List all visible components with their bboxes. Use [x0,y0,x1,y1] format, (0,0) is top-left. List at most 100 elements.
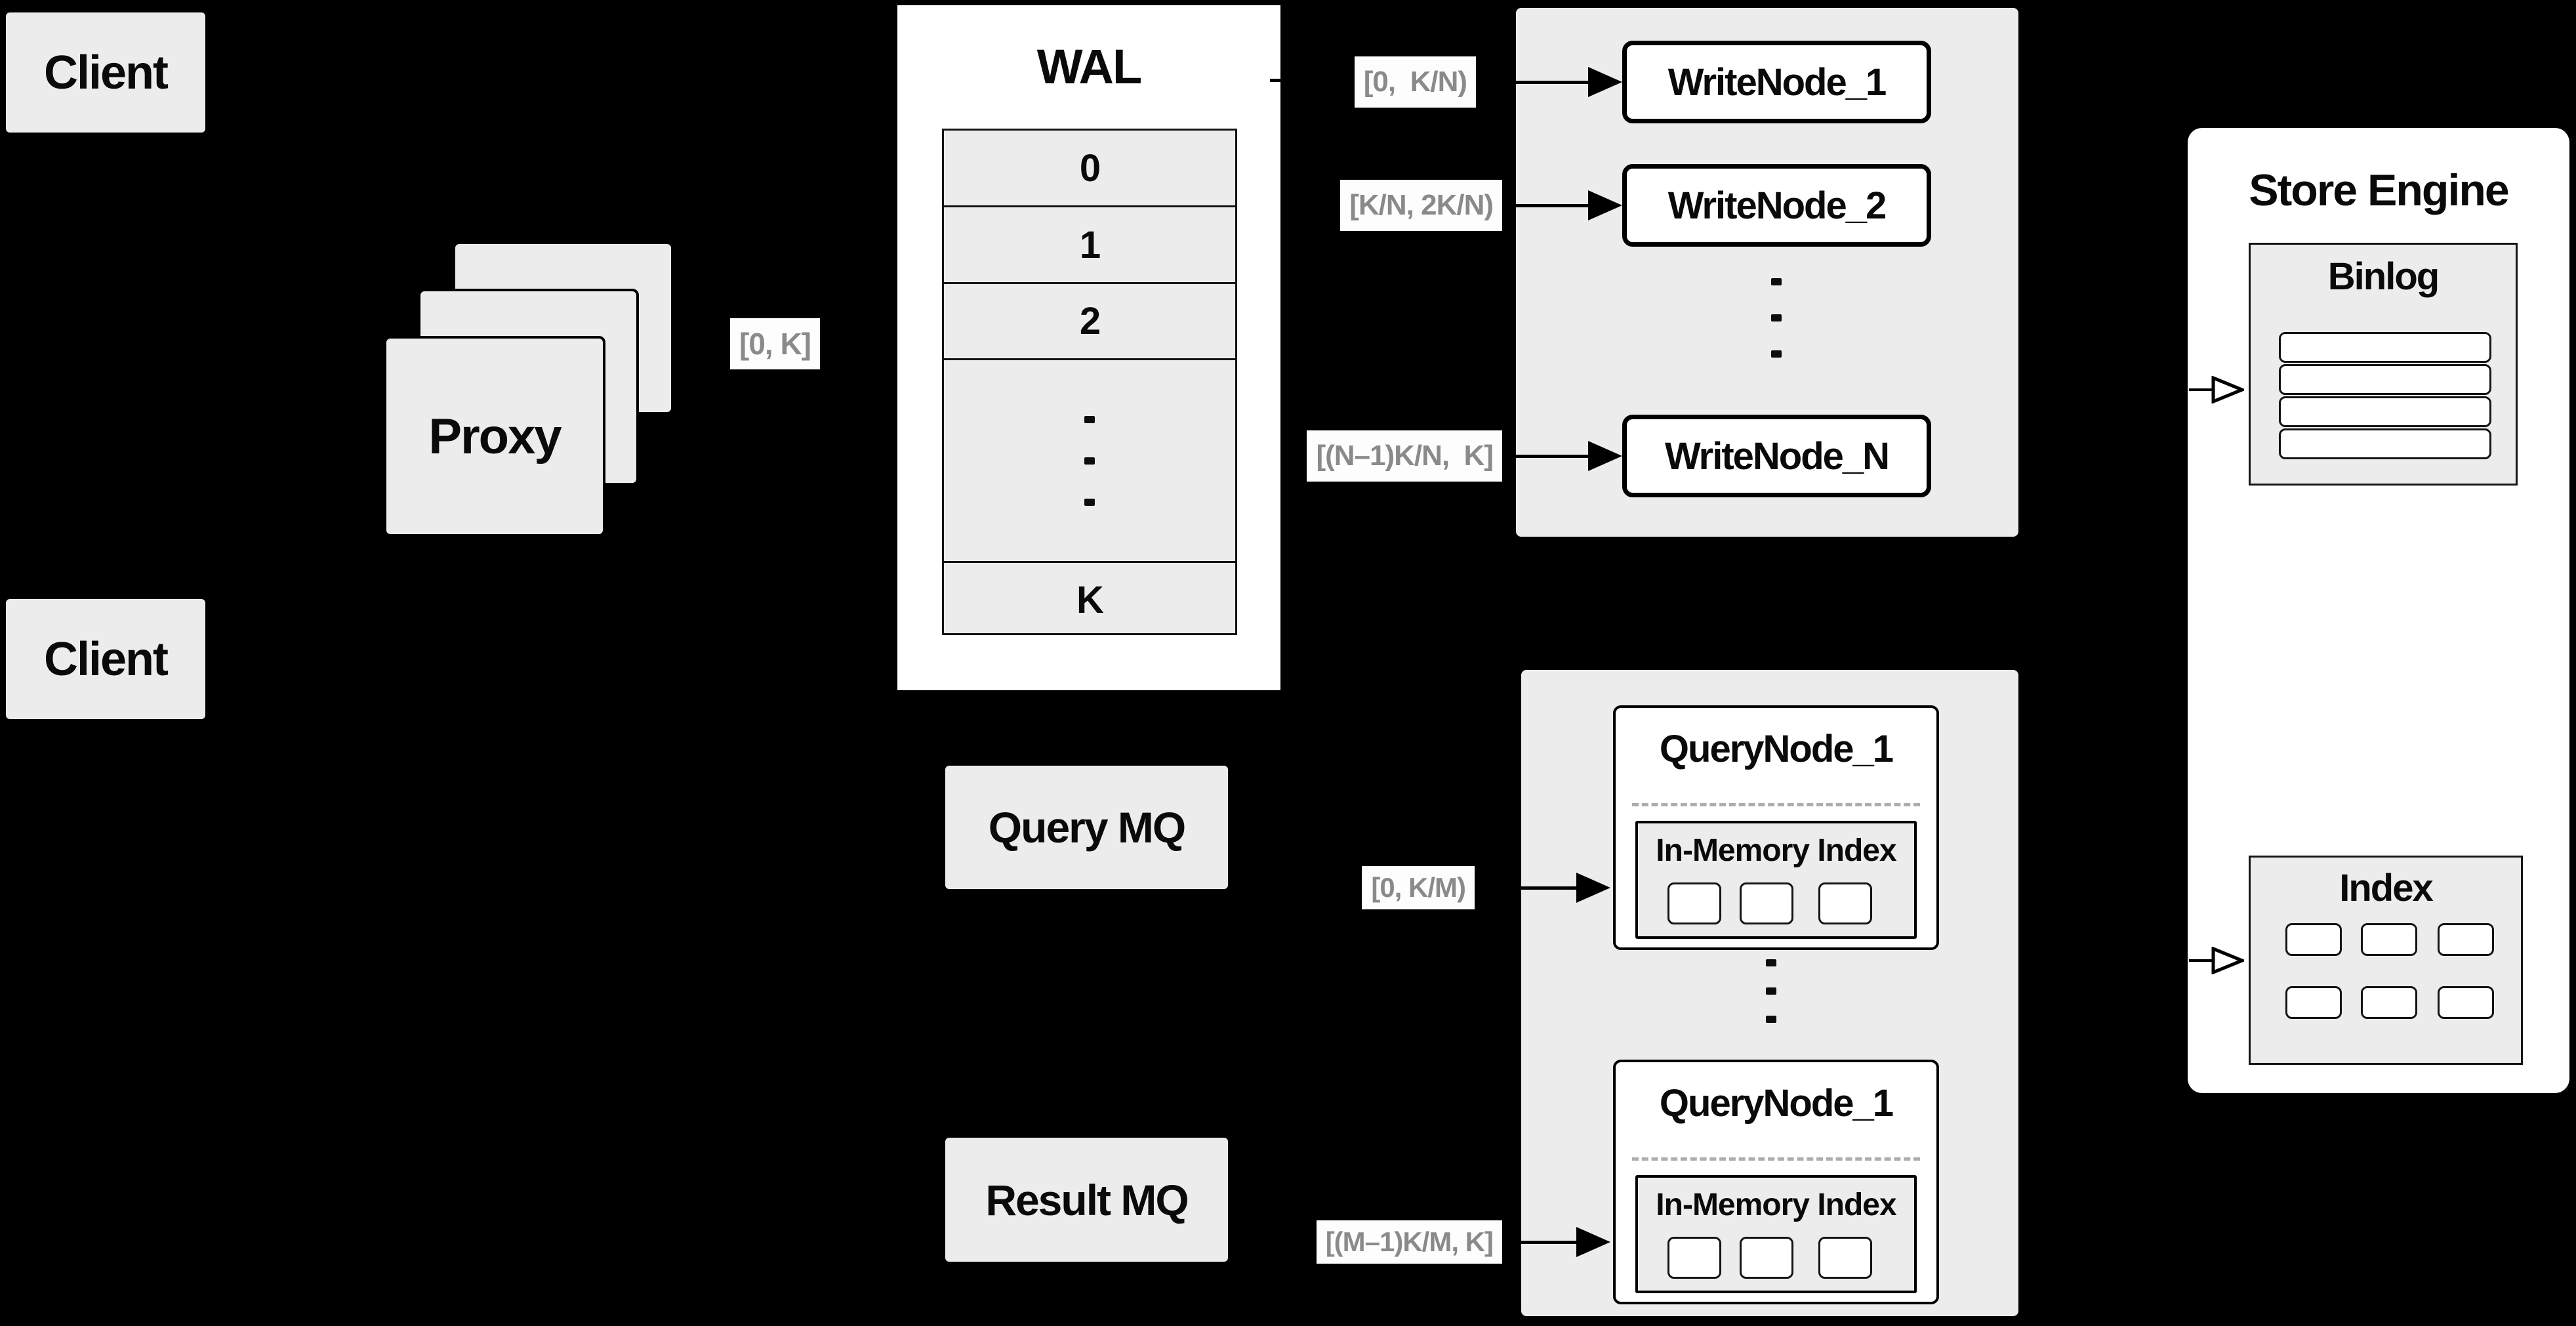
ellipsis-dot-icon [1084,457,1095,465]
arrowhead-icon [1588,441,1622,471]
arrowhead-icon [1576,1227,1610,1257]
wal-slot-2: 2 [1079,300,1101,342]
in-memory-index-title: In-Memory Index [1656,833,1896,868]
segment-cell [1740,1237,1793,1279]
wal-slot-row: 1 [944,207,1235,284]
binlog-row [2279,332,2491,363]
segment-cell [1667,882,1721,924]
ellipsis-dot-icon [1771,278,1782,285]
wal-slot-table: 0 1 2 K [942,129,1237,635]
range-label-writenode-2: [K/N, 2K/N) [1340,180,1502,231]
segment-cell [1818,882,1872,924]
segment-cell [1667,1237,1721,1279]
wal-slot-0: 0 [1079,146,1101,190]
query-mq-label: Query MQ [988,803,1186,852]
ellipsis-dot-icon [1084,498,1095,506]
writenode-n-label: WriteNode_N [1664,434,1890,478]
arrow-line-to-index [2189,959,2214,962]
querynode-top-node: QueryNode_1 In-Memory Index [1613,705,1939,950]
querynode-top-title: QueryNode_1 [1659,727,1894,770]
range-label-querynode-top: [0, K/M) [1362,866,1475,909]
ellipsis-dot-icon [1766,959,1776,966]
binlog-box: Binlog [2249,243,2518,486]
index-box: Index [2249,856,2523,1065]
index-cell [2285,923,2342,956]
arrow-line-to-writenode-1 [1513,81,1589,84]
writenode-1-label: WriteNode_1 [1667,60,1887,104]
in-memory-index-box: In-Memory Index [1635,1175,1917,1293]
range-label-writenode-n: [(N–1)K/N, K] [1307,430,1502,482]
writenode-2-node: WriteNode_2 [1622,164,1931,247]
writenode-n-node: WriteNode_N [1622,415,1931,497]
client-bottom-node: Client [6,599,205,719]
index-title: Index [2339,866,2433,909]
store-engine-title-wrap: Store Engine [2188,161,2569,220]
client-top-label: Client [43,46,169,99]
range-label-querynode-bottom: [(M–1)K/M, K] [1316,1220,1502,1264]
result-mq-label: Result MQ [985,1175,1189,1224]
wal-slot-row: 0 [944,131,1235,207]
querynode-bottom-title: QueryNode_1 [1659,1081,1894,1125]
binlog-row [2279,364,2491,395]
binlog-title: Binlog [2327,255,2440,298]
arrow-line-to-querynode-bottom [1519,1241,1578,1244]
arrow-line-to-writenode-n [1513,455,1589,458]
index-cell [2438,986,2494,1019]
index-cell [2361,986,2417,1019]
wal-out-connector-stub [1270,79,1282,82]
dashed-divider [1632,803,1920,806]
hollow-arrowhead-icon [2211,376,2244,404]
ellipsis-dot-icon [1084,415,1095,423]
querynode-bottom-node: QueryNode_1 In-Memory Index [1613,1060,1939,1304]
ellipsis-dot-icon [1771,350,1782,358]
result-mq-node: Result MQ [945,1138,1228,1262]
arrowhead-icon [1576,873,1610,903]
ellipsis-dot-icon [1771,314,1782,321]
in-memory-index-title-wrap: In-Memory Index [1638,829,1914,872]
wal-slot-row: K [944,563,1235,637]
ellipsis-dot-icon [1766,1016,1776,1023]
arrow-line-to-binlog [2189,388,2214,391]
segment-cell [1818,1237,1872,1279]
store-engine-title: Store Engine [2249,165,2509,215]
writenode-2-label: WriteNode_2 [1667,184,1887,227]
wal-title: WAL [1036,39,1142,94]
wal-slot-k: K [1076,579,1104,621]
proxy-label: Proxy [428,408,562,465]
range-label-writenode-1: [0, K/N) [1354,56,1476,108]
arrow-line-to-writenode-2 [1513,204,1589,207]
ellipsis-dot-icon [1766,987,1776,995]
store-engine-panel: Store Engine Binlog Index [2188,128,2569,1093]
wal-slot-row: 2 [944,284,1235,360]
writenode-1-node: WriteNode_1 [1622,41,1931,123]
querynode-ellipsis [1766,959,1776,1023]
client-bottom-label: Client [43,632,169,686]
index-cell [2361,923,2417,956]
query-mq-node: Query MQ [945,766,1228,889]
segment-cell [1740,882,1793,924]
querynode-bottom-title-wrap: QueryNode_1 [1616,1073,1936,1133]
binlog-row [2279,428,2491,459]
querynode-top-title-wrap: QueryNode_1 [1616,718,1936,779]
hollow-arrowhead-icon [2211,947,2244,974]
dashed-divider [1632,1157,1920,1161]
wal-slot-1: 1 [1079,223,1101,266]
in-memory-index-title-wrap: In-Memory Index [1638,1183,1914,1226]
wal-panel: WAL 0 1 2 K [897,5,1280,690]
arrowhead-icon [1588,67,1622,97]
binlog-title-wrap: Binlog [2251,250,2516,302]
wal-ellipsis-row [944,360,1235,563]
in-memory-index-title: In-Memory Index [1656,1187,1896,1222]
writenode-ellipsis [1771,278,1782,358]
range-label-proxy-to-wal: [0, K] [730,318,820,369]
wal-title-wrap: WAL [897,37,1280,96]
arrow-line-to-querynode-top [1519,886,1578,890]
arrowhead-icon [1588,190,1622,220]
client-top-node: Client [6,12,205,133]
index-title-wrap: Index [2251,863,2521,913]
index-cell [2285,986,2342,1019]
proxy-card-front: Proxy [384,336,605,537]
in-memory-index-box: In-Memory Index [1635,821,1917,939]
binlog-row [2279,396,2491,427]
